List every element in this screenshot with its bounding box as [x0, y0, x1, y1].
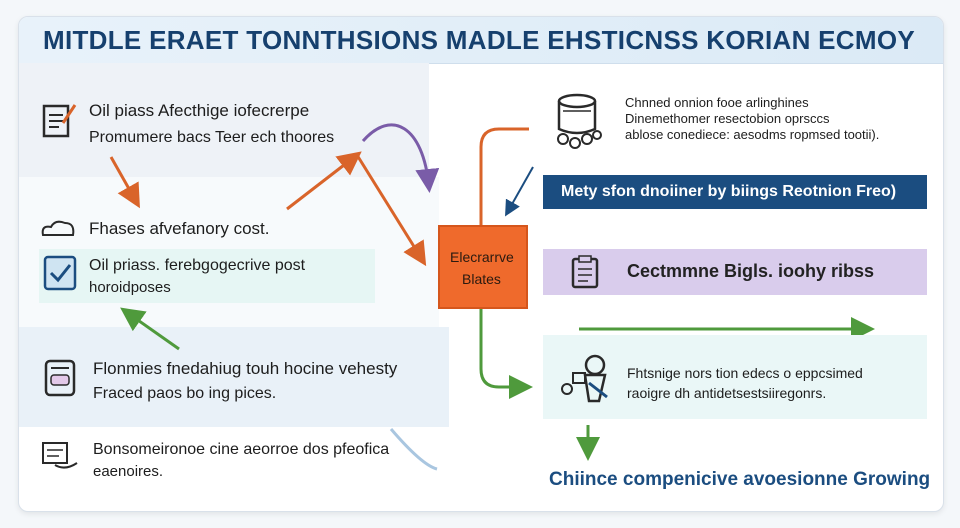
- right-top-line1: Chnned onnion fooe arlinghines: [625, 95, 809, 110]
- curve-light-blue: [389, 428, 438, 471]
- purple-text: Cectmmne Bigls. ioohy ribss: [627, 261, 875, 281]
- arrow-up-green: [120, 307, 180, 351]
- info-banner: Mety sfon dnoiiner by biings Reotnion Fr…: [543, 175, 927, 209]
- item3-line1: Oil priass. ferebgogecrive post: [89, 257, 306, 274]
- arrow-purple-curve: [361, 123, 440, 193]
- cloud-icon: [41, 220, 75, 236]
- item4-line1: Flonmies fnedahiug touh hocine vehesty: [93, 359, 398, 378]
- coin-jar-icon: [557, 93, 602, 149]
- page-title: MITDLE ERAET TONNTHSIONS MADLE EHSTICNSS…: [43, 25, 916, 55]
- hand-document-icon: [42, 442, 78, 469]
- arrow-up-orange: [286, 151, 362, 211]
- connector-arrows: [109, 123, 875, 471]
- arrow-to-center-orange: [355, 154, 427, 267]
- arrow-bracket-green: [479, 309, 533, 399]
- banner-text: Mety sfon dnoiiner by biings Reotnion Fr…: [561, 183, 897, 200]
- item2-line1: Fhases afvefanory cost.: [89, 219, 270, 238]
- right-top-line3: ablose conediece: aesodms ropmsed tootii…: [625, 127, 880, 142]
- checklist-icon: [43, 255, 77, 291]
- item4-line2: Fraced paos bo ing pices.: [93, 385, 277, 402]
- item1-line1: Oil piass Afecthige iofecrerpe: [89, 101, 310, 120]
- title-bar: MITDLE ERAET TONNTHSIONS MADLE EHSTICNSS…: [19, 17, 943, 64]
- item1-line2: Promumere bacs Teer ech thoores: [89, 129, 335, 146]
- right-lower-line1: Fhtsnige nors tion edecs o eppcsimed: [627, 365, 863, 381]
- right-top-line2: Dinemethomer resectobion oprsccs: [625, 111, 830, 126]
- infographic-card: MITDLE ERAET TONNTHSIONS MADLE EHSTICNSS…: [18, 16, 944, 512]
- item5-line2: eaenoires.: [93, 463, 164, 480]
- oil-price-panel: [39, 249, 375, 303]
- left-band-low: [19, 327, 449, 427]
- arrow-down-orange: [109, 156, 140, 209]
- footer-text: Chiince compenicive avoesionne Growing: [549, 469, 931, 490]
- item3-line2: horoidposes: [89, 279, 171, 296]
- arrow-bracket-orange: [479, 127, 529, 225]
- purple-panel: Cectmmne Bigls. ioohy ribss: [543, 249, 927, 295]
- clipboard-icon: [571, 255, 599, 289]
- center-node: Elecrarrve Blates: [438, 225, 528, 309]
- arrow-to-banner-blue: [505, 166, 534, 217]
- center-line1: Elecrarrve: [450, 249, 514, 265]
- right-lower-line2: raoigre dh antidetsestsiiregonrs.: [627, 385, 827, 401]
- item5-line1: Bonsomeironoe cine aeorroe dos pfeofica: [93, 441, 390, 458]
- machine-icon: [44, 359, 76, 397]
- worker-icon: [561, 354, 608, 403]
- center-line2: Blates: [462, 271, 501, 287]
- document-pen-icon: [42, 104, 77, 138]
- right-lower-panel: [543, 335, 927, 419]
